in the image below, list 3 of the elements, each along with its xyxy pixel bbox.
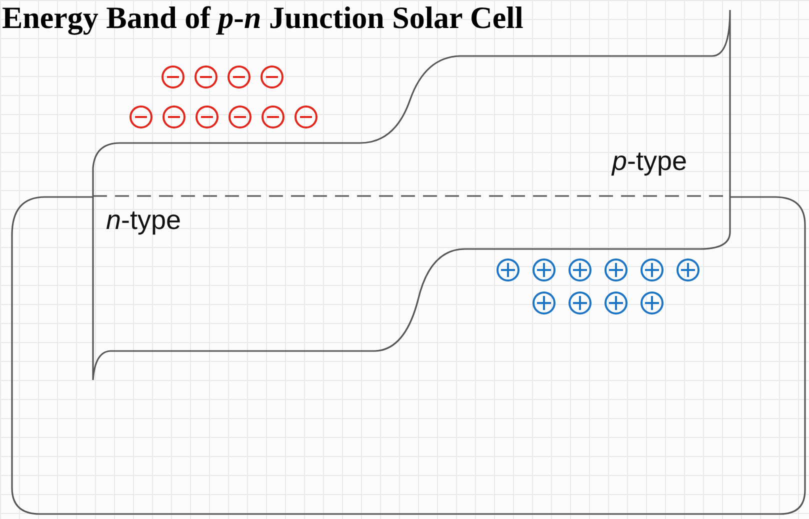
region-label: n-type	[106, 205, 182, 236]
diagram-title: Energy Band of p-n Junction Solar Cell	[2, 0, 524, 36]
region-label: p-type	[612, 146, 688, 177]
